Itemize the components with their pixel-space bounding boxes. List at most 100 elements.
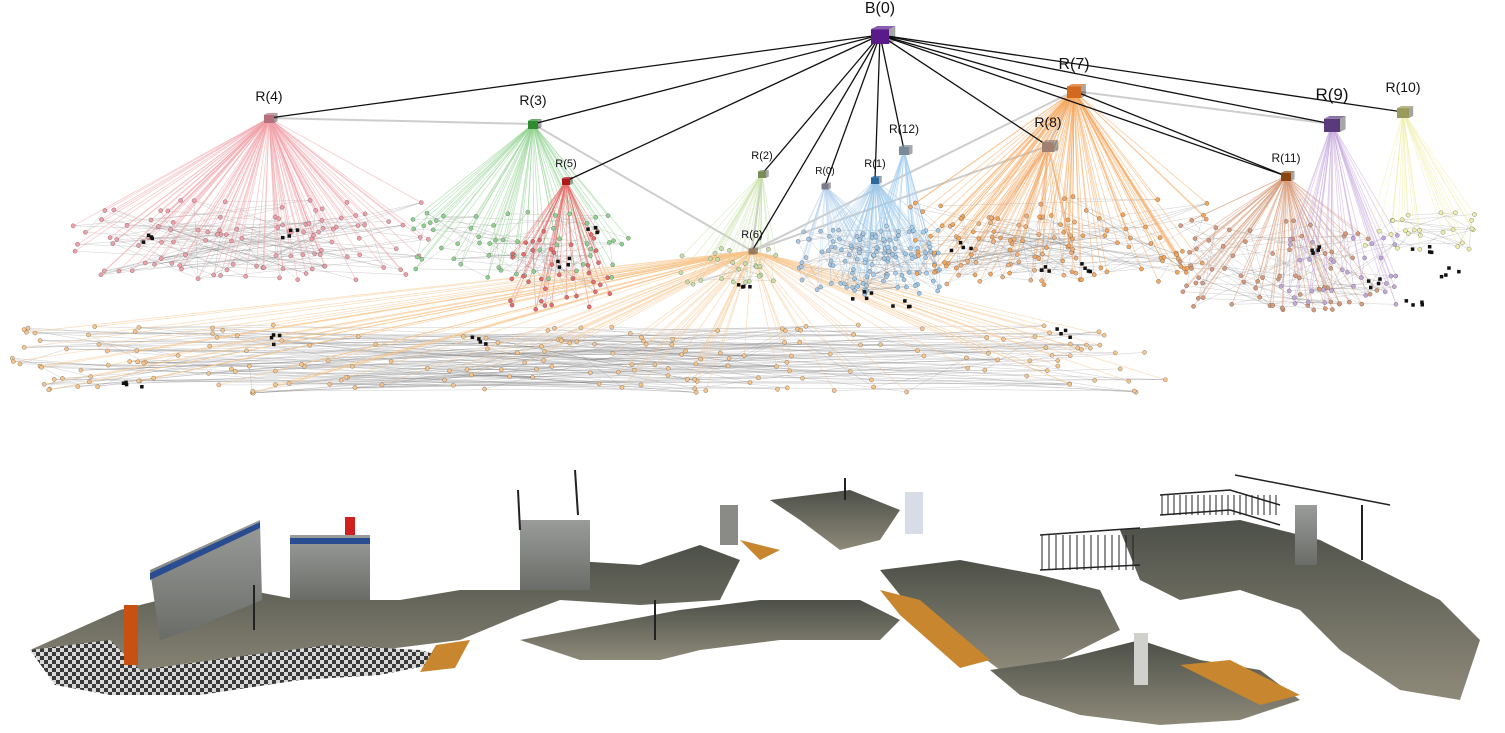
place-node-r8 (1036, 232, 1042, 237)
region-place-edge-r4 (213, 117, 270, 276)
place-edge-r7 (1128, 246, 1142, 270)
region-place-edge-r7 (1039, 90, 1075, 218)
place-node-r6 (679, 352, 685, 357)
place-node-r1 (913, 283, 918, 288)
place-edge-r6 (785, 330, 874, 388)
object-node (1080, 262, 1084, 266)
place-edge-r3 (423, 225, 458, 244)
region-place-edge-r6 (633, 250, 753, 371)
region-place-edge-r4 (116, 117, 270, 240)
place-node-r11 (1322, 251, 1328, 256)
place-edge-r1 (821, 251, 841, 284)
place-edge-r7 (1086, 210, 1131, 239)
place-node-r1 (937, 284, 942, 289)
place-node-r4 (339, 215, 344, 221)
region-place-edge-r4 (268, 117, 420, 257)
place-edge-r4 (171, 254, 186, 264)
object-node (150, 236, 154, 241)
place-node-r1 (864, 274, 870, 280)
region-place-edge-r7 (1073, 90, 1108, 272)
region-place-edge-r4 (224, 117, 270, 202)
place-edge-r6 (449, 348, 1091, 371)
place-edge-r0 (797, 241, 821, 287)
place-node-r8 (989, 215, 994, 221)
place-edge-r4 (104, 229, 334, 272)
place-edge-r7 (1158, 252, 1177, 282)
place-node-r12 (893, 270, 898, 276)
place-node-r3 (496, 265, 502, 270)
place-edge-r1 (937, 230, 940, 287)
label-r9: R(9) (1315, 85, 1348, 104)
place-node-r6 (684, 377, 690, 382)
place-edge-r6 (249, 366, 253, 393)
place-node-r0 (861, 231, 866, 236)
place-node-r3 (611, 238, 616, 243)
object-node (851, 297, 855, 301)
place-edge-r6 (358, 334, 854, 337)
object-node (1376, 281, 1381, 286)
place-node-r6 (783, 328, 788, 334)
hierarchy-edge-b0-r11 (879, 34, 1287, 177)
place-node-r4 (129, 268, 135, 273)
place-node-r6 (964, 355, 969, 361)
place-node-r4 (111, 207, 117, 213)
place-edge-r3 (539, 249, 584, 265)
label-r11: R(11) (1271, 151, 1300, 165)
region-place-edge-r4 (268, 117, 321, 255)
place-edge-r6 (88, 330, 223, 336)
region-place-edge-r4 (268, 117, 389, 222)
place-node-r6 (666, 366, 671, 371)
place-edge-r12 (873, 258, 913, 275)
place-edge-r3 (415, 268, 577, 272)
place-edge-r7 (944, 235, 1105, 263)
place-node-r11 (1347, 299, 1352, 305)
place-node-r7 (1104, 269, 1110, 275)
mesh-wall-center (520, 520, 590, 590)
region-place-edge-r7 (1073, 90, 1106, 236)
object-node (1457, 269, 1461, 274)
place-node-r10 (1418, 233, 1423, 238)
place-edge-r8 (975, 237, 1055, 250)
place-node-r2 (743, 280, 748, 285)
place-node-r2 (708, 256, 713, 261)
place-edge-r11 (1231, 301, 1331, 305)
region-place-edge-r1 (857, 179, 876, 287)
place-node-r4 (169, 261, 175, 266)
place-node-r4 (357, 252, 362, 258)
place-node-r3 (605, 213, 611, 218)
place-node-r9 (1392, 242, 1398, 247)
region-place-edge-r2 (681, 173, 763, 257)
region-place-edge-r7 (1072, 90, 1075, 239)
place-node-r12 (869, 262, 875, 267)
place-node-r6 (1068, 341, 1073, 347)
place-edge-r10 (1402, 219, 1470, 250)
place-node-r6 (1084, 342, 1089, 348)
place-node-r2 (727, 248, 732, 253)
place-node-r2 (771, 278, 776, 284)
place-edge-r6 (27, 327, 1070, 385)
place-edge-r6 (517, 352, 552, 367)
place-node-r7 (954, 265, 959, 271)
region-node-r5 (562, 177, 573, 185)
place-node-r12 (881, 237, 886, 242)
place-node-r6 (578, 325, 584, 331)
place-edge-r4 (263, 267, 313, 270)
region-place-edge-r8 (1047, 145, 1065, 276)
place-node-r9 (1309, 288, 1315, 294)
place-node-r4 (275, 225, 280, 230)
object-node (1444, 273, 1448, 277)
place-node-r11 (1213, 225, 1219, 230)
place-edge-r9 (1365, 235, 1398, 296)
place-edge-r4 (236, 229, 298, 280)
place-edge-r6 (44, 339, 673, 385)
place-node-r7 (1178, 264, 1184, 269)
place-node-r6 (105, 362, 111, 368)
place-edge-r6 (672, 328, 783, 340)
place-edge-r3 (417, 256, 577, 272)
place-edge-r7 (934, 235, 1105, 266)
region-place-edge-r1 (874, 179, 940, 287)
place-node-r7 (1155, 197, 1161, 202)
place-node-r4 (224, 267, 230, 273)
place-edge-r8 (958, 265, 1009, 276)
hierarchy-edge-b0-r2 (761, 34, 881, 175)
